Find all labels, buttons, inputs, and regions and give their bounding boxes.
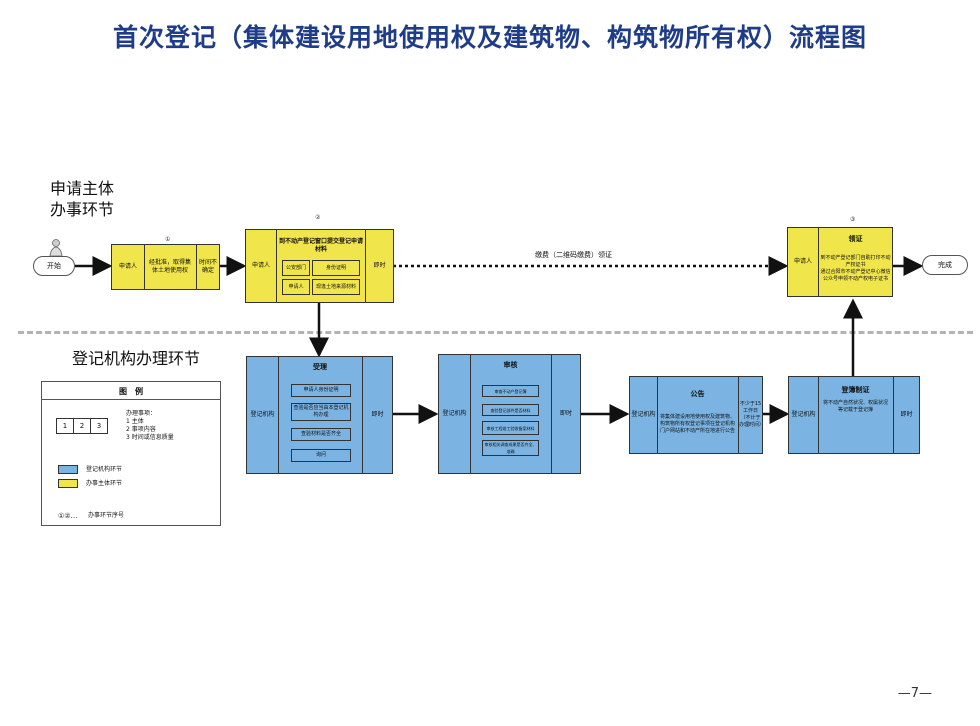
step2-box: 申请人 到不动产登记窗口提交登记申请材料 公安部门 身份证明 申请人 现逢土地来… [245, 229, 394, 303]
legend-desc: 3 时间或信息质量 [126, 434, 174, 441]
legend-swatch-blue [58, 465, 78, 474]
legend-cell: 1 [57, 419, 74, 433]
page-number: —7— [897, 686, 932, 701]
record-time: 即时 [900, 411, 913, 418]
legend-blue-label: 登记机构环节 [86, 466, 123, 473]
lane-label-registry: 登记机构办理环节 [72, 349, 201, 368]
step1-number: ① [165, 236, 171, 243]
end-node: 完成 [922, 255, 968, 275]
review-item: 审核相关调查成果是否齐全、准确 [482, 440, 539, 456]
step2-time: 即时 [373, 262, 386, 269]
accept-item: 查验是否应当由本登记机构办理 [291, 403, 351, 421]
review-time: 即时 [559, 410, 572, 417]
record-content: 将不动产自然状况、权属状况等记载于登记簿 [822, 400, 888, 413]
review-item: 审查不动产登记簿 [482, 385, 539, 397]
step3-content: 到不动产登记部门自助打印不动产权证书 通过合阳市不动产登记中心微信公众号申领不动… [820, 255, 891, 282]
step2-subject: 申请人 [251, 262, 270, 269]
legend-cell: 2 [74, 419, 91, 433]
legend-seq-symbol: ①②… [58, 512, 78, 520]
review-subject: 登记机构 [442, 410, 467, 417]
legend: 图 例 1 2 3 办理事项： 1 主体 2 事项内容 3 时间或信息质量 登记… [41, 381, 221, 526]
step1-subject: 申请人 [118, 263, 137, 270]
legend-seq-label: 办事环节序号 [88, 512, 125, 519]
step1-time: 时间不确定 [198, 259, 217, 274]
accept-subject: 登记机构 [250, 411, 275, 418]
step3-box: 申请人 领证 到不动产登记部门自助打印不动产权证书 通过合阳市不动产登记中心微信… [787, 227, 893, 297]
legend-cell: 3 [96, 422, 102, 430]
step2-item: 公安部门 [282, 260, 310, 276]
record-heading: 登簿制证 [841, 386, 870, 394]
legend-desc: 2 事项内容 [126, 426, 156, 433]
legend-yellow-label: 办事主体环节 [86, 480, 123, 487]
accept-item: 询问 [291, 449, 351, 462]
legend-desc: 办理事项： [126, 410, 157, 417]
legend-swatch-yellow [58, 479, 78, 488]
lane-label-applicant: 申请主体 办事环节 [50, 179, 115, 219]
legend-title: 图 例 [119, 387, 143, 396]
step2-item: 身份证明 [312, 260, 360, 276]
accept-time: 即时 [371, 411, 384, 418]
step2-content: 到不动产登记窗口提交登记申请材料 [278, 238, 363, 253]
notice-time: 不少于15工作日（不计于办理时间） [739, 401, 765, 428]
record-box: 登记机构 登簿制证 将不动产自然状况、权属状况等记载于登记簿 即时 [788, 376, 920, 454]
notice-heading: 公告 [690, 390, 705, 398]
review-box: 登记机构 审核 审查不动产登记簿 查验登记部件是否材料 审核工程竣工验收备案材料… [438, 354, 581, 474]
step3-number: ③ [850, 216, 856, 223]
review-item: 审核工程竣工验收备案材料 [482, 421, 539, 435]
step1-content: 经批准，取得集体土地使用权 [148, 259, 191, 274]
accept-item: 查验材料是否齐全 [291, 428, 351, 441]
review-item: 查验登记部件是否材料 [482, 404, 539, 416]
notice-content: 将集体建设用地使用权及建筑物、构筑物所有权登记事项在登记机构门户网站和不动产所在… [660, 413, 736, 434]
page-title: 首次登记（集体建设用地使用权及建筑物、构筑物所有权）流程图 [112, 23, 867, 52]
notice-box: 登记机构 公告 将集体建设用地使用权及建筑物、构筑物所有权登记事项在登记机构门户… [629, 376, 765, 454]
payment-label: 缴费（二维码缴费）领证 [535, 251, 612, 259]
step3-heading: 领证 [848, 235, 863, 243]
start-node: 开始 [33, 256, 75, 276]
person-icon [47, 239, 67, 257]
step2-item: 申请人 [282, 279, 310, 295]
accept-item: 申请人身份证明 [291, 384, 351, 397]
accept-heading: 受理 [313, 363, 327, 371]
step2-item: 现逢土地来源材料 [312, 279, 360, 295]
accept-box: 登记机构 受理 申请人身份证明 查验是否应当由本登记机构办理 查验材料是否齐全 … [246, 356, 393, 474]
review-heading: 审核 [503, 361, 518, 369]
legend-cells: 1 2 3 [56, 418, 108, 434]
step2-number: ② [315, 214, 321, 221]
lane-divider [18, 331, 973, 334]
legend-desc: 1 主体 [126, 418, 144, 425]
record-subject: 登记机构 [791, 411, 816, 418]
step1-box: 申请人 经批准，取得集体土地使用权 时间不确定 [111, 244, 220, 290]
notice-subject: 登记机构 [631, 411, 656, 418]
step3-subject: 申请人 [793, 258, 812, 265]
